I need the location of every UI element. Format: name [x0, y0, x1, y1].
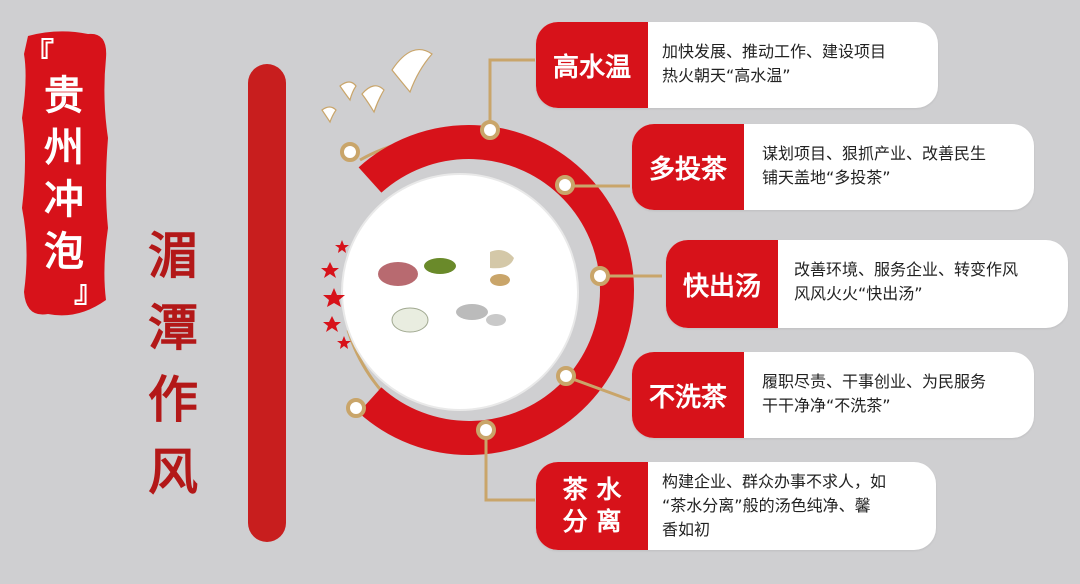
item-desc-4-line-2: 干干净净“不洗茶” — [762, 396, 891, 415]
item-desc-5: 构建企业、群众办事不求人，如 “茶水分离”般的汤色纯净、馨 香如初 — [662, 470, 930, 542]
flying-birds-icon — [321, 49, 433, 124]
bracket-open: 『 — [24, 37, 54, 72]
connector-lines — [484, 58, 662, 502]
item-desc-1-line-1: 加快发展、推动工作、建设项目 — [662, 42, 887, 61]
item-tag-2: 多投茶 — [632, 124, 744, 210]
red-scroll-banner — [22, 31, 108, 316]
item-desc-2: 谋划项目、狠抓产业、改善民生 铺天盖地“多投茶” — [762, 142, 1028, 190]
bracket-close: 』 — [74, 275, 104, 310]
banner-char-2: 州 — [44, 125, 84, 171]
title-char-4: 风 — [148, 443, 198, 501]
item-desc-5-line-1: 构建企业、群众办事不求人，如 — [662, 472, 887, 491]
item-desc-5-line-3: 香如初 — [662, 520, 711, 539]
item-desc-3-line-1: 改善环境、服务企业、转变作风 — [794, 260, 1019, 279]
banner-text: 『 贵 州 冲 泡 』 — [18, 40, 110, 308]
vertical-title: 湄 潭 作 风 — [128, 220, 218, 508]
item-desc-2-line-2: 铺天盖地“多投茶” — [762, 168, 891, 187]
item-card-2: 多投茶 谋划项目、狠抓产业、改善民生 铺天盖地“多投茶” — [632, 124, 1034, 210]
title-char-3: 作 — [148, 371, 198, 429]
item-tag-1: 高水温 — [536, 22, 648, 108]
red-stars-icon — [321, 240, 351, 349]
item-desc-1: 加快发展、推动工作、建设项目 热火朝天“高水温” — [662, 40, 932, 88]
item-tag-5-line-1: 茶 水 — [562, 475, 622, 504]
item-desc-5-line-2: “茶水分离”般的汤色纯净、馨 — [662, 496, 871, 515]
item-desc-4: 履职尽责、干事创业、为民服务 干干净净“不洗茶” — [762, 370, 1028, 418]
item-tag-5: 茶 水 分 离 — [536, 462, 648, 550]
item-card-3: 快出汤 改善环境、服务企业、转变作风 风风火火“快出汤” — [666, 240, 1068, 328]
central-ring-graphic — [321, 49, 662, 502]
item-card-1: 高水温 加快发展、推动工作、建设项目 热火朝天“高水温” — [536, 22, 938, 108]
connector-dots — [340, 120, 610, 440]
item-tag-4: 不洗茶 — [632, 352, 744, 438]
item-desc-3: 改善环境、服务企业、转变作风 风风火火“快出汤” — [794, 258, 1064, 306]
item-card-5: 茶 水 分 离 构建企业、群众办事不求人，如 “茶水分离”般的汤色纯净、馨 香如… — [536, 462, 936, 550]
item-tag-3: 快出汤 — [666, 240, 778, 328]
item-desc-3-line-2: 风风火火“快出汤” — [794, 284, 923, 303]
item-desc-1-line-2: 热火朝天“高水温” — [662, 66, 791, 85]
item-desc-4-line-1: 履职尽责、干事创业、为民服务 — [762, 372, 987, 391]
item-tag-5-line-2: 分 离 — [562, 507, 622, 536]
title-char-1: 湄 — [148, 227, 198, 285]
banner-char-3: 冲 — [44, 177, 84, 223]
vertical-red-bar — [248, 64, 286, 542]
banner-char-4: 泡 — [44, 229, 84, 275]
title-char-2: 潭 — [148, 299, 198, 357]
item-card-4: 不洗茶 履职尽责、干事创业、为民服务 干干净净“不洗茶” — [632, 352, 1034, 438]
teapot-illustration-icon — [378, 250, 514, 333]
item-desc-2-line-1: 谋划项目、狠抓产业、改善民生 — [762, 144, 987, 163]
banner-char-1: 贵 — [44, 73, 84, 119]
